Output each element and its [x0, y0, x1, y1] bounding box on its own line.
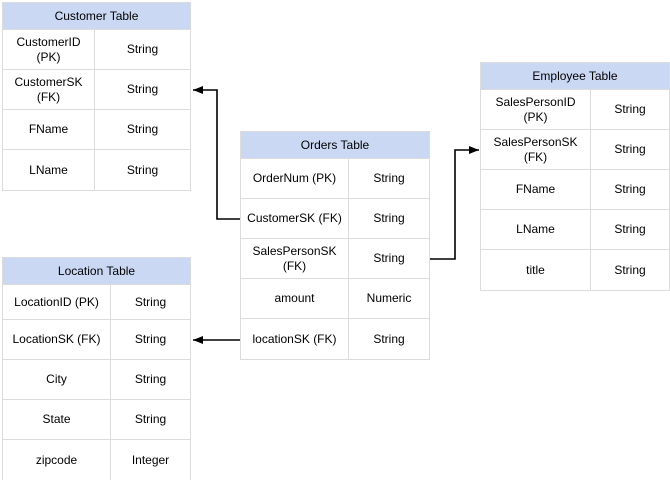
field-type: String — [373, 331, 405, 346]
connector-orders-to-customer[interactable] — [193, 86, 240, 220]
field-name: LocationID (PK) — [3, 285, 111, 319]
field-name: FName — [481, 170, 591, 209]
field-type: String — [614, 222, 646, 236]
field-name: FName — [3, 110, 95, 149]
field-type: String — [614, 102, 646, 116]
entity-table-orders[interactable]: Orders Table OrderNum (PK) String Custom… — [240, 131, 430, 360]
table-title: Location Table — [3, 258, 190, 285]
field-type: String — [134, 294, 167, 309]
field-type: Integer — [131, 452, 170, 467]
entity-table-employee[interactable]: Employee Table SalesPersonID (PK) String… — [480, 62, 670, 291]
table-row: amount Numeric — [241, 279, 429, 319]
table-row: SalesPersonID (PK) String — [481, 90, 669, 130]
table-row: LocationSK (FK) String — [3, 320, 190, 360]
entity-table-location[interactable]: Location Table LocationID (PK) String Lo… — [2, 257, 191, 480]
table-row: SalesPersonSK (FK) String — [481, 130, 669, 170]
field-name: CustomerSK (FK) — [241, 199, 349, 238]
table-row: LName String — [3, 150, 190, 190]
field-name: title — [481, 250, 591, 290]
field-name: zipcode — [3, 440, 111, 480]
field-name: CustomerSK (FK) — [3, 70, 95, 109]
field-type: String — [134, 332, 167, 346]
field-name: LName — [481, 210, 591, 249]
field-name: SalesPersonID (PK) — [481, 90, 591, 129]
table-row: CustomerSK (FK) String — [3, 70, 190, 110]
field-name: City — [3, 360, 111, 399]
table-title: Customer Table — [3, 3, 190, 30]
field-name: SalesPersonSK (FK) — [481, 130, 591, 169]
table-row: SalesPersonSK (FK) String — [241, 239, 429, 279]
field-type: String — [373, 171, 405, 185]
field-type: String — [614, 262, 646, 277]
table-row: CustomerSK (FK) String — [241, 199, 429, 239]
field-type: String — [126, 82, 159, 96]
field-type: String — [126, 122, 159, 136]
table-row: OrderNum (PK) String — [241, 159, 429, 199]
field-type: String — [126, 162, 159, 177]
table-row: CustomerID (PK) String — [3, 30, 190, 70]
field-type: String — [126, 42, 159, 56]
entity-table-customer[interactable]: Customer Table CustomerID (PK) String Cu… — [2, 2, 191, 191]
field-type: String — [614, 182, 646, 196]
field-type: String — [614, 142, 646, 156]
field-type: Numeric — [366, 291, 412, 305]
field-name: locationSK (FK) — [241, 319, 349, 359]
table-title: Orders Table — [241, 132, 429, 159]
connector-orders-to-employee[interactable] — [430, 146, 479, 260]
table-title: Employee Table — [481, 63, 669, 90]
field-type: String — [373, 211, 405, 225]
field-name: LocationSK (FK) — [3, 320, 111, 359]
field-name: OrderNum (PK) — [241, 159, 349, 198]
field-name: SalesPersonSK (FK) — [241, 239, 349, 278]
table-row: FName String — [3, 110, 190, 150]
table-row: title String — [481, 250, 669, 290]
field-name: State — [3, 400, 111, 439]
table-row: FName String — [481, 170, 669, 210]
table-row: LName String — [481, 210, 669, 250]
table-row: City String — [3, 360, 190, 400]
field-name: amount — [241, 279, 349, 318]
field-type: String — [373, 251, 405, 265]
table-row: locationSK (FK) String — [241, 319, 429, 359]
table-row: zipcode Integer — [3, 440, 190, 480]
field-name: CustomerID (PK) — [3, 30, 95, 69]
table-row: LocationID (PK) String — [3, 285, 190, 320]
table-row: State String — [3, 400, 190, 440]
field-type: String — [134, 412, 167, 426]
field-name: LName — [3, 150, 95, 190]
field-type: String — [134, 372, 167, 386]
